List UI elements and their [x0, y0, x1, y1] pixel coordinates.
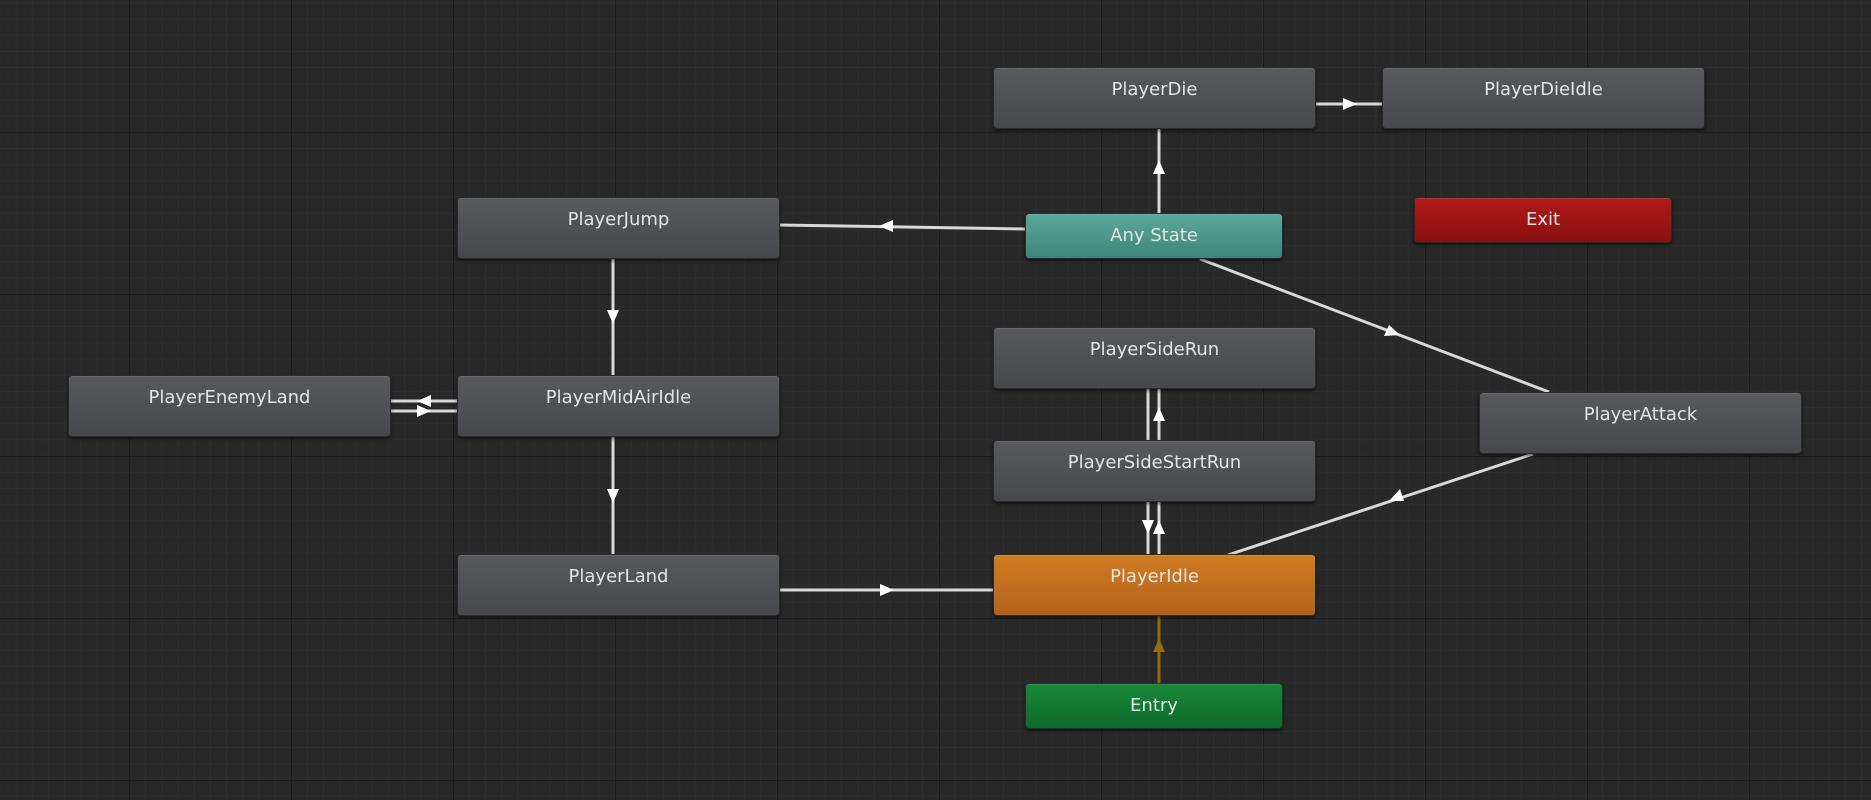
transition-any-state-to-player-jump[interactable] — [779, 223, 1026, 231]
transition-arrow-icon — [879, 220, 893, 232]
transition-player-attack-to-player-idle[interactable] — [1227, 452, 1534, 557]
transition-arrow-icon — [1153, 520, 1165, 534]
state-entry[interactable]: Entry — [1025, 683, 1283, 729]
state-player-mid-air-idle[interactable]: PlayerMidAirIdle — [457, 375, 780, 437]
transition-arrow-icon — [1343, 98, 1357, 110]
transition-arrow-icon — [1153, 160, 1165, 174]
state-label: PlayerEnemyLand — [148, 387, 311, 408]
state-label: PlayerSideStartRun — [1067, 452, 1242, 473]
state-label: Exit — [1525, 209, 1561, 230]
state-player-die[interactable]: PlayerDie — [993, 67, 1316, 129]
state-label: PlayerAttack — [1583, 404, 1698, 425]
transition-arrow-icon — [607, 310, 619, 324]
state-player-side-start-run[interactable]: PlayerSideStartRun — [993, 440, 1316, 502]
state-exit[interactable]: Exit — [1414, 197, 1672, 243]
state-player-attack[interactable]: PlayerAttack — [1479, 392, 1802, 454]
state-label: PlayerDie — [1111, 79, 1198, 100]
state-player-jump[interactable]: PlayerJump — [457, 197, 780, 259]
transition-arrow-icon — [1142, 520, 1154, 534]
state-label: PlayerLand — [568, 566, 669, 587]
transition-arrow-icon — [417, 405, 431, 417]
state-label: PlayerJump — [567, 209, 670, 230]
state-label: Any State — [1110, 225, 1198, 246]
transition-arrow-icon — [1389, 489, 1404, 501]
state-label: PlayerSideRun — [1089, 339, 1220, 360]
state-label: PlayerDieIdle — [1484, 79, 1603, 100]
transition-any-state-to-player-attack[interactable] — [1199, 257, 1550, 394]
state-player-side-run[interactable]: PlayerSideRun — [993, 327, 1316, 389]
transition-arrow-icon — [880, 584, 894, 596]
transition-arrow-icon — [1153, 638, 1165, 652]
state-player-die-idle[interactable]: PlayerDieIdle — [1382, 67, 1705, 129]
transition-arrow-icon — [607, 489, 619, 503]
transition-arrow-icon — [1153, 407, 1165, 421]
state-player-land[interactable]: PlayerLand — [457, 554, 780, 616]
state-label: Entry — [1130, 695, 1178, 716]
state-label: PlayerIdle — [1110, 566, 1199, 587]
state-label: PlayerMidAirIdle — [545, 387, 692, 408]
state-player-idle[interactable]: PlayerIdle — [993, 554, 1316, 616]
transition-arrow-icon — [1384, 325, 1400, 336]
state-any-state[interactable]: Any State — [1025, 213, 1283, 259]
transition-arrow-icon — [417, 395, 431, 407]
state-player-enemy-land[interactable]: PlayerEnemyLand — [68, 375, 391, 437]
